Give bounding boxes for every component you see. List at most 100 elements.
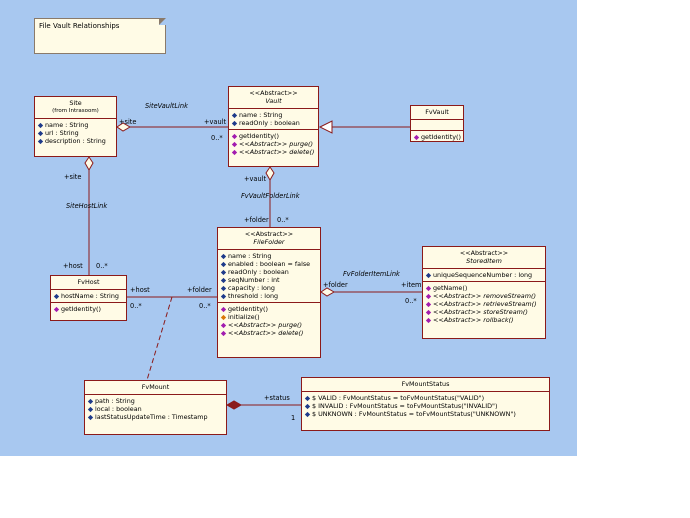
operation-row: getIdentity() bbox=[231, 132, 315, 140]
class-fvvault-operations: getIdentity() bbox=[411, 131, 463, 143]
attribute-text: $ VALID : FvMountStatus = toFvMountStatu… bbox=[312, 394, 485, 402]
attribute-icon bbox=[220, 277, 227, 283]
operation-text: getIdentity() bbox=[228, 305, 268, 313]
class-fvhost-header: FvHost bbox=[51, 276, 126, 290]
site-vault-diamond bbox=[116, 122, 132, 132]
class-fvmount-attributes: path : String local : boolean lastStatus… bbox=[85, 395, 226, 423]
attribute-row: lastStatusUpdateTime : Timestamp bbox=[87, 413, 223, 421]
attribute-row: capacity : long bbox=[220, 284, 317, 292]
operation-icon bbox=[231, 133, 238, 139]
operation-text: <<Abstract>> retrieveStream() bbox=[433, 300, 537, 308]
mount-association-dash bbox=[146, 296, 173, 381]
attribute-icon bbox=[220, 253, 227, 259]
class-site[interactable]: Site (from Intrasoom) name : String url … bbox=[34, 96, 117, 157]
operation-icon bbox=[425, 301, 432, 307]
class-fvmount-header: FvMount bbox=[85, 381, 226, 395]
attribute-row: local : boolean bbox=[87, 405, 223, 413]
attribute-row: name : String bbox=[231, 111, 315, 119]
label-host-mult: 0..* bbox=[96, 262, 108, 270]
class-storeditem-name: StoredItem bbox=[466, 257, 502, 265]
operation-text: <<Abstract>> purge() bbox=[228, 321, 302, 329]
class-site-attributes: name : String url : String description :… bbox=[35, 119, 116, 147]
operation-row: getIdentity() bbox=[53, 305, 123, 313]
class-filefolder[interactable]: <<Abstract>> FileFolder name : String en… bbox=[217, 227, 321, 358]
class-vault[interactable]: <<Abstract>> Vault name : String readOnl… bbox=[228, 86, 319, 167]
attribute-text: hostName : String bbox=[61, 292, 119, 300]
operation-row: <<Abstract>> removeStream() bbox=[425, 292, 542, 300]
attribute-text: url : String bbox=[45, 129, 79, 137]
diagram-note: File Vault Relationships bbox=[34, 18, 166, 54]
attribute-row: description : String bbox=[37, 137, 113, 145]
attribute-icon bbox=[231, 112, 238, 118]
attribute-row: $ UNKNOWN : FvMountStatus = toFvMountSta… bbox=[304, 410, 546, 418]
class-fvhost-operations: getIdentity() bbox=[51, 303, 126, 315]
operation-icon bbox=[220, 330, 227, 336]
class-vault-header: <<Abstract>> Vault bbox=[229, 87, 318, 109]
attribute-icon bbox=[220, 285, 227, 291]
attribute-row: $ INVALID : FvMountStatus = toFvMountSta… bbox=[304, 402, 546, 410]
label-host-mult-2: 0..* bbox=[130, 302, 142, 310]
label-vault-folder-link: FvVaultFolderLink bbox=[241, 192, 300, 200]
operation-icon bbox=[425, 317, 432, 323]
attribute-row: hostName : String bbox=[53, 292, 123, 300]
attribute-icon bbox=[37, 138, 44, 144]
attribute-icon bbox=[87, 414, 94, 420]
attribute-icon bbox=[37, 130, 44, 136]
class-fvhost-attributes: hostName : String bbox=[51, 290, 126, 303]
operation-text: getName() bbox=[433, 284, 468, 292]
label-site-vault-link: SiteVaultLink bbox=[145, 102, 188, 110]
operation-icon bbox=[425, 285, 432, 291]
operation-icon bbox=[53, 306, 60, 312]
operation-text: getIdentity() bbox=[421, 133, 461, 141]
attribute-text: readOnly : boolean bbox=[239, 119, 300, 127]
attribute-text: readOnly : boolean bbox=[228, 268, 289, 276]
class-filefolder-attributes: name : String enabled : boolean = false … bbox=[218, 250, 320, 303]
operation-row: initialize() bbox=[220, 313, 317, 321]
operation-row: <<Abstract>> storeStream() bbox=[425, 308, 542, 316]
operation-row: getIdentity() bbox=[220, 305, 317, 313]
label-item-mult: 0..* bbox=[405, 297, 417, 305]
class-site-header: Site (from Intrasoom) bbox=[35, 97, 116, 119]
attribute-icon bbox=[425, 272, 432, 278]
label-folder-mult: 0..* bbox=[277, 216, 289, 224]
attribute-text: uniqueSequenceNumber : long bbox=[433, 271, 533, 279]
class-fvvault-attributes bbox=[411, 120, 463, 131]
class-vault-name: Vault bbox=[265, 97, 282, 105]
attribute-text: enabled : boolean = false bbox=[228, 260, 311, 268]
attribute-icon bbox=[220, 261, 227, 267]
class-vault-attributes: name : String readOnly : boolean bbox=[229, 109, 318, 130]
class-storeditem-header: <<Abstract>> StoredItem bbox=[423, 247, 545, 269]
operation-text: <<Abstract>> delete() bbox=[239, 148, 315, 156]
attribute-icon bbox=[304, 411, 311, 417]
attribute-text: capacity : long bbox=[228, 284, 275, 292]
operation-text: <<Abstract>> purge() bbox=[239, 140, 313, 148]
operation-icon bbox=[220, 306, 227, 312]
attribute-icon bbox=[87, 398, 94, 404]
attribute-row: threshold : long bbox=[220, 292, 317, 300]
class-storeditem-stereotype: <<Abstract>> bbox=[459, 249, 509, 257]
operation-text: getIdentity() bbox=[239, 132, 279, 140]
attribute-row: uniqueSequenceNumber : long bbox=[425, 271, 542, 279]
class-vault-operations: getIdentity() <<Abstract>> purge() <<Abs… bbox=[229, 130, 318, 158]
attribute-text: name : String bbox=[45, 121, 89, 129]
label-folder-role: +folder bbox=[244, 216, 269, 224]
operation-icon bbox=[231, 149, 238, 155]
class-storeditem-operations: getName() <<Abstract>> removeStream() <<… bbox=[423, 282, 545, 326]
label-folder-item-link: FvFolderItemLink bbox=[343, 270, 400, 278]
label-vault-role-2: +vault bbox=[244, 175, 267, 183]
mount-status-diamond bbox=[225, 400, 243, 410]
class-storeditem[interactable]: <<Abstract>> StoredItem uniqueSequenceNu… bbox=[422, 246, 546, 339]
class-fvmount[interactable]: FvMount path : String local : boolean la… bbox=[84, 380, 227, 435]
class-fvhost-name: FvHost bbox=[77, 278, 100, 286]
operation-text: <<Abstract>> delete() bbox=[228, 329, 304, 337]
class-fvhost[interactable]: FvHost hostName : String getIdentity() bbox=[50, 275, 127, 321]
label-vault-role: +vault bbox=[204, 118, 227, 126]
class-vault-stereotype: <<Abstract>> bbox=[249, 89, 298, 97]
class-filefolder-stereotype: <<Abstract>> bbox=[244, 230, 294, 238]
attribute-icon bbox=[87, 406, 94, 412]
class-fvvault[interactable]: FvVault getIdentity() bbox=[410, 105, 464, 142]
class-site-name: Site bbox=[69, 99, 82, 107]
class-fvvault-name: FvVault bbox=[425, 108, 449, 116]
class-fvmountstatus[interactable]: FvMountStatus $ VALID : FvMountStatus = … bbox=[301, 377, 550, 431]
